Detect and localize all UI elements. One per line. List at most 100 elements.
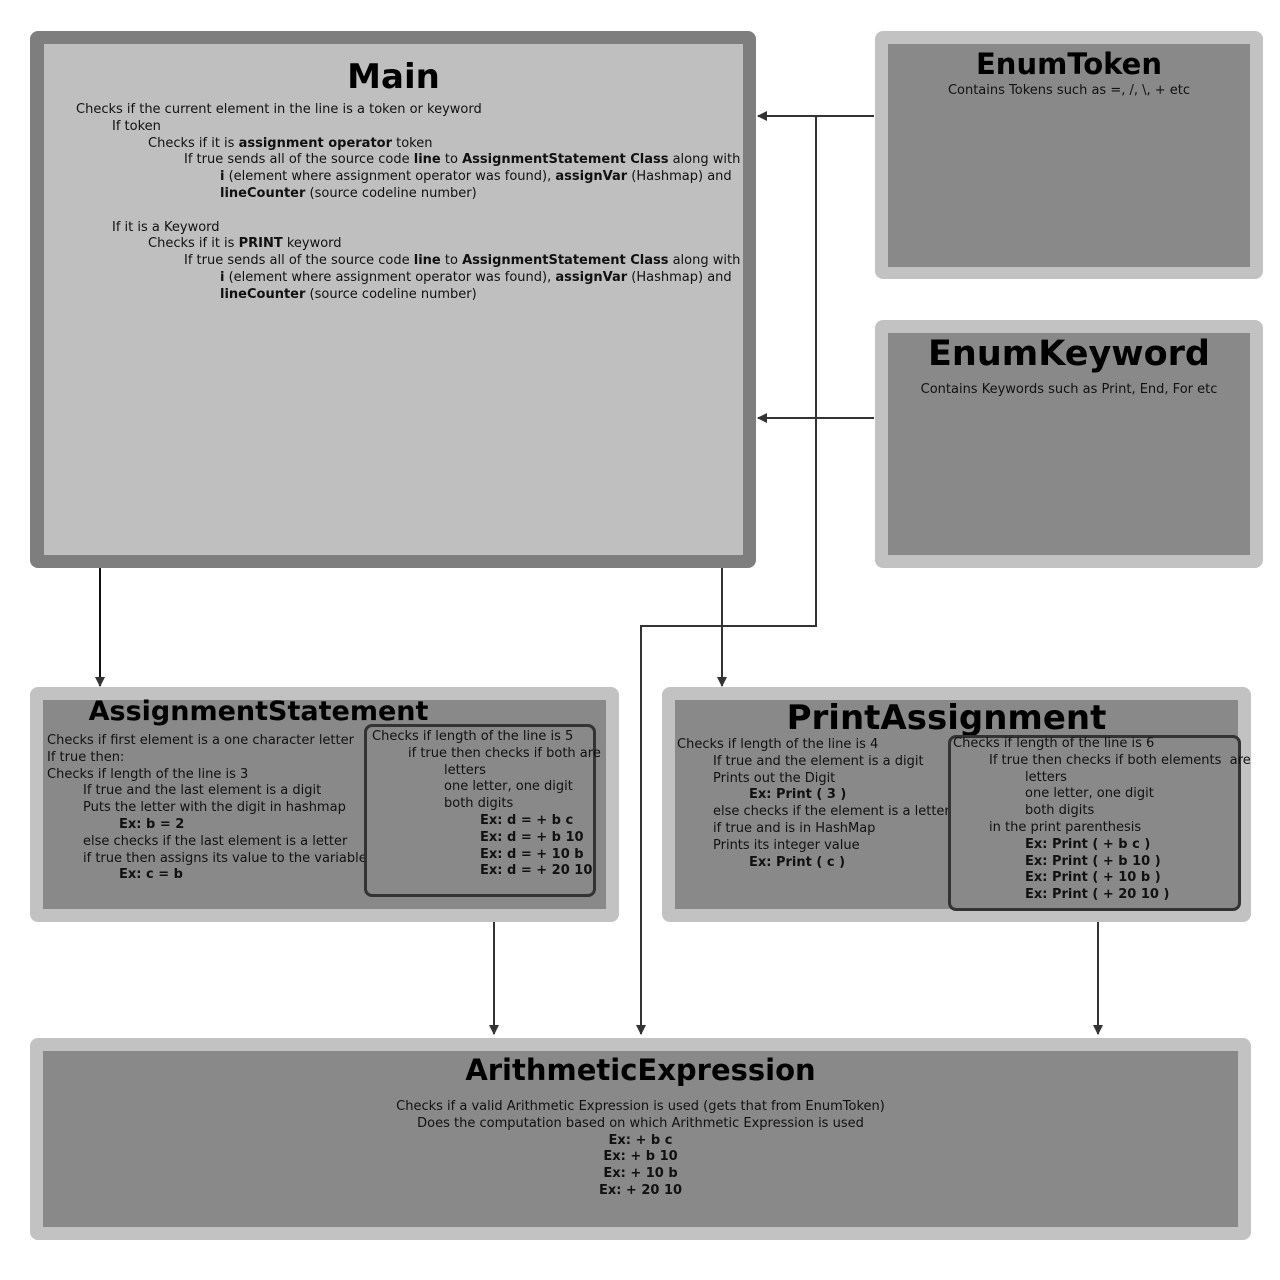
bold-text: Ex: b = 2 [119,816,185,832]
text-line: Ex: Print ( + b 10 ) [953,854,1251,871]
text-line: Checks if length of the line is 6 [953,736,1251,753]
text-line: Ex: c = b [47,867,367,884]
text-line: Ex: d = + b 10 [372,830,601,847]
text: (Hashmap) and [627,169,732,185]
bold-text: line [413,152,441,168]
enumtoken-class-box: EnumToken Contains Tokens such as =, /, … [875,31,1263,279]
text: If true and the last element is a digit [83,783,322,799]
text: Checks if first element is a one charact… [47,733,354,748]
text-line: i (element where assignment operator was… [76,169,740,186]
text-line: one letter, one digit [953,786,1251,803]
text: If true then checks if both elements are [989,752,1251,768]
enumtoken-description: Contains Tokens such as =, /, \, + etc [947,83,1191,98]
text-line: Ex: Print ( c ) [677,855,950,872]
text: letters [1025,769,1067,785]
text: (element where assignment operator was f… [224,169,556,185]
enumkeyword-description: Contains Keywords such as Print, End, Fo… [920,382,1218,397]
text-line: if true then assigns its value to the va… [47,851,367,868]
text: If true sends all of the source code [184,253,414,269]
text-line: both digits [372,796,601,813]
text: one letter, one digit [1025,786,1154,802]
text-line: If true and the last element is a digit [47,783,367,800]
text-line: Ex: d = + b c [372,813,601,830]
bold-text: Ex: Print ( + 10 b ) [1025,870,1161,886]
text-line: Checks if it is assignment operator toke… [76,136,740,153]
text: Checks if length of the line is 5 [372,729,574,744]
text: along with [668,152,741,168]
bold-text: Ex: d = + 10 b [480,846,584,862]
text: Checks if it is [148,236,239,252]
text: one letter, one digit [444,779,573,795]
bold-text: Ex: Print ( 3 ) [749,787,847,803]
text-line: Checks if first element is a one charact… [47,733,367,750]
enumtoken-title: EnumToken [976,47,1162,81]
text-line: else checks if the last element is a let… [47,834,367,851]
text-line: Ex: Print ( + 20 10 ) [953,887,1251,904]
text: if true then assigns its value to the va… [83,850,367,866]
text-line: if true and is in HashMap [677,821,950,838]
main-title: Main [347,57,440,97]
text-line: Ex: Print ( 3 ) [677,787,950,804]
text: If true and the element is a digit [713,753,924,769]
bold-text: assignVar [555,169,628,185]
bold-text: AssignmentStatement Class [462,152,669,168]
example-line: Ex: + 10 b [603,1166,678,1182]
example-line: Ex: + b 10 [603,1149,678,1165]
text-line: If true sends all of the source code lin… [76,253,740,270]
assignmentstatement-class-box: AssignmentStatement Checks if first elem… [30,687,619,922]
text: If it is a Keyword [112,219,220,235]
text: along with [668,253,741,269]
text-line: Ex: Print ( + 10 b ) [953,870,1251,887]
text-line: letters [953,770,1251,787]
bold-text: Ex: Print ( c ) [749,854,846,870]
enumtoken-class-body: EnumToken Contains Tokens such as =, /, … [888,44,1250,267]
text: Puts the letter with the digit in hashma… [83,800,346,816]
text-line: i (element where assignment operator was… [76,270,740,287]
text-line: if true then checks if both are [372,746,601,763]
text: in the print parenthesis [989,819,1142,835]
text: keyword [282,236,342,252]
main-description: Checks if the current element in the lin… [76,102,740,304]
text-line: Does the computation based on which Arit… [417,1115,864,1131]
main-class-box: Main Checks if the current element in th… [30,31,756,568]
arithmeticexpression-class-box: ArithmeticExpression Checks if a valid A… [30,1038,1251,1240]
assignmentstatement-class-body: AssignmentStatement Checks if first elem… [43,696,606,909]
text: If true then: [47,749,125,765]
main-class-body: Main Checks if the current element in th… [44,44,743,555]
bold-text: Ex: d = + b c [480,812,574,828]
text-line: Ex: d = + 10 b [372,847,601,864]
text: (Hashmap) and [627,269,732,285]
arithmeticexpression-class-body: ArithmeticExpression Checks if a valid A… [43,1051,1238,1227]
bold-text: Ex: c = b [119,867,183,883]
text-line: lineCounter (source codeline number) [76,287,740,304]
printassignment-class-body: PrintAssignment Checks if length of the … [675,698,1251,911]
text-line: If true sends all of the source code lin… [76,152,740,169]
length-5-check-box: Checks if length of the line is 5 if true… [364,724,601,897]
text-line: Checks if length of the line is 4 [677,737,950,754]
assignmentstatement-title: AssignmentStatement [88,696,429,727]
bold-text: Ex: Print ( + b 10 ) [1025,853,1161,869]
example-line: Ex: + b c [608,1132,673,1148]
text-line: Checks if length of the line is 5 [372,729,601,746]
text-line: in the print parenthesis [953,820,1251,837]
text: If token [112,118,161,134]
text: (source codeline number) [305,185,477,201]
text: Prints its integer value [713,837,860,853]
text: to [440,152,463,168]
enumkeyword-title: EnumKeyword [928,334,1210,374]
text-line: Checks if the current element in the lin… [76,102,740,119]
text-line: both digits [953,803,1251,820]
enumkeyword-class-box: EnumKeyword Contains Keywords such as Pr… [875,320,1263,568]
text: (source codeline number) [305,286,477,302]
text-line: lineCounter (source codeline number) [76,186,740,203]
text-line: If true and the element is a digit [677,754,950,771]
arithmeticexpression-description: Checks if a valid Arithmetic Expression … [43,1099,1238,1200]
length-5-check-description: Checks if length of the line is 5 if true… [372,729,601,880]
text-line: Prints out the Digit [677,771,950,788]
bold-text: lineCounter [220,185,306,201]
bold-text: Ex: Print ( + b c ) [1025,836,1151,852]
text: to [440,253,463,269]
